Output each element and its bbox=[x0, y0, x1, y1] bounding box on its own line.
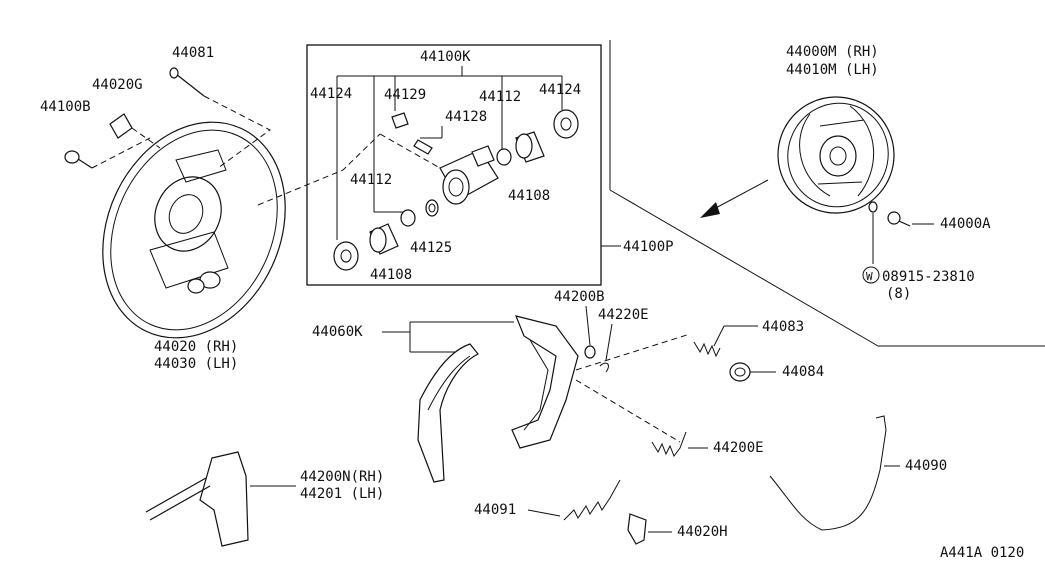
label-44081[interactable]: 44081 bbox=[172, 45, 214, 61]
brake-assembly bbox=[777, 96, 895, 214]
washer-symbol-letter: W bbox=[866, 270, 873, 283]
adjuster-44200n bbox=[145, 451, 296, 547]
cup-44084 bbox=[729, 362, 776, 382]
spring-44091 bbox=[527, 479, 621, 521]
label-44128[interactable]: 44128 bbox=[445, 109, 487, 125]
piston-cup-left bbox=[400, 209, 416, 227]
brake-shoe-right bbox=[511, 315, 579, 449]
boot-left bbox=[333, 241, 359, 271]
label-44100b[interactable]: 44100B bbox=[40, 99, 91, 115]
wheel-cylinder-kit-frame bbox=[306, 44, 602, 286]
spring-44083 bbox=[693, 325, 758, 358]
piston-left bbox=[369, 223, 399, 255]
label-44020-rh[interactable]: 44020 (RH) bbox=[154, 339, 238, 355]
label-44125[interactable]: 44125 bbox=[410, 240, 452, 256]
label-44108-bottom[interactable]: 44108 bbox=[370, 267, 412, 283]
label-44124-right[interactable]: 44124 bbox=[539, 82, 581, 98]
wheel-cylinder-body bbox=[439, 145, 499, 205]
label-44030-lh[interactable]: 44030 (LH) bbox=[154, 356, 238, 372]
bleeder-screw bbox=[413, 139, 433, 155]
label-08915-23810[interactable]: 08915-23810 bbox=[882, 269, 975, 285]
pin-44200b bbox=[584, 305, 596, 359]
dust-cap bbox=[391, 112, 409, 129]
bolt-44100b bbox=[64, 150, 93, 169]
retainer-44020h bbox=[627, 513, 672, 545]
label-44020h[interactable]: 44020H bbox=[677, 524, 728, 540]
bolt-44000a bbox=[887, 211, 934, 227]
label-44010m-lh[interactable]: 44010M (LH) bbox=[786, 62, 879, 78]
hub-bolt-44081 bbox=[169, 67, 205, 97]
piston-cup-right bbox=[496, 148, 512, 166]
label-44112-top[interactable]: 44112 bbox=[479, 89, 521, 105]
label-08915-qty[interactable]: (8) bbox=[886, 286, 911, 302]
direction-arrow bbox=[700, 179, 769, 218]
label-44060k[interactable]: 44060K bbox=[312, 324, 363, 340]
backing-plate bbox=[102, 121, 286, 339]
cable-44090 bbox=[769, 415, 900, 531]
washer-08915 bbox=[868, 201, 878, 264]
backing-plate-dashed-guides bbox=[91, 95, 381, 206]
label-44201-lh[interactable]: 44201 (LH) bbox=[300, 486, 384, 502]
label-44108-right[interactable]: 44108 bbox=[508, 188, 550, 204]
label-44124-left[interactable]: 44124 bbox=[310, 86, 352, 102]
spring-44200e bbox=[651, 431, 708, 458]
kit-bracket-lines bbox=[336, 66, 563, 240]
clip-44220e bbox=[599, 323, 613, 373]
label-44020g[interactable]: 44020G bbox=[92, 77, 143, 93]
label-44000a[interactable]: 44000A bbox=[940, 216, 991, 232]
label-44090[interactable]: 44090 bbox=[905, 458, 947, 474]
label-44100k[interactable]: 44100K bbox=[420, 49, 471, 65]
label-44200e[interactable]: 44200E bbox=[713, 440, 764, 456]
label-44091[interactable]: 44091 bbox=[474, 502, 516, 518]
label-44100p[interactable]: 44100P bbox=[623, 239, 674, 255]
shoe-kit-bracket bbox=[382, 321, 514, 353]
label-44083[interactable]: 44083 bbox=[762, 319, 804, 335]
label-44220e[interactable]: 44220E bbox=[598, 307, 649, 323]
label-44112-mid[interactable]: 44112 bbox=[350, 172, 392, 188]
spring-44125 bbox=[425, 199, 439, 217]
shoe-dashed-guides bbox=[575, 333, 691, 443]
plug-44020g bbox=[109, 113, 133, 139]
label-44200b[interactable]: 44200B bbox=[554, 289, 605, 305]
label-44200n-rh[interactable]: 44200N(RH) bbox=[300, 469, 384, 485]
label-44084[interactable]: 44084 bbox=[782, 364, 824, 380]
washer-symbol: W bbox=[862, 266, 880, 284]
footer-code: A441A 0120 bbox=[940, 545, 1024, 561]
label-44000m-rh[interactable]: 44000M (RH) bbox=[786, 44, 879, 60]
brake-shoe-left bbox=[417, 343, 479, 483]
boot-right bbox=[553, 109, 579, 139]
piston-right bbox=[515, 131, 545, 163]
label-44129[interactable]: 44129 bbox=[384, 87, 426, 103]
